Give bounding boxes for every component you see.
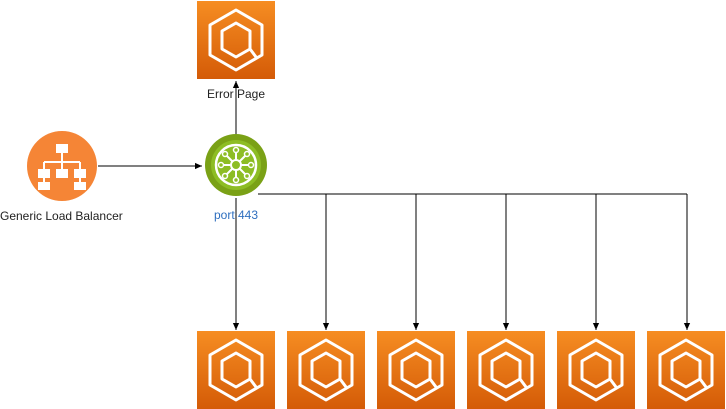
- container-node-4[interactable]: [467, 331, 545, 409]
- ecs-container-icon: [287, 331, 365, 409]
- ecs-container-icon: [377, 331, 455, 409]
- error-page-node[interactable]: [197, 1, 275, 79]
- container-node-1[interactable]: [197, 331, 275, 409]
- container-node-2[interactable]: [287, 331, 365, 409]
- hub-node[interactable]: [205, 134, 267, 196]
- load-balancer-label: Generic Load Balancer: [0, 209, 123, 223]
- container-node-6[interactable]: [647, 331, 725, 409]
- ecs-container-icon: [197, 331, 275, 409]
- hub-port-label: port 443: [213, 208, 259, 222]
- load-balancer-icon: [27, 131, 97, 201]
- load-balancer-node[interactable]: [27, 131, 97, 201]
- error-page-label: Error Page: [206, 87, 266, 101]
- hub-icon: [205, 134, 267, 196]
- ecs-container-icon: [557, 331, 635, 409]
- container-node-3[interactable]: [377, 331, 455, 409]
- ecs-container-icon: [647, 331, 725, 409]
- container-node-5[interactable]: [557, 331, 635, 409]
- ecs-container-icon: [467, 331, 545, 409]
- ecs-container-icon: [197, 1, 275, 79]
